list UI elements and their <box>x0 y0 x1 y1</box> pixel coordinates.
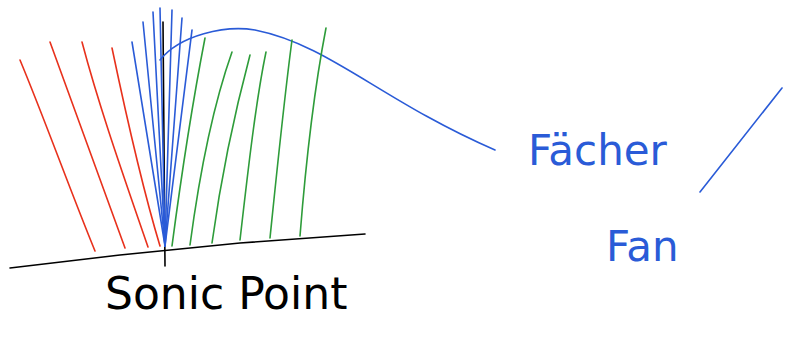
blue-fan <box>132 8 782 246</box>
point-label: Sonic Point <box>105 272 347 316</box>
wall-line <box>10 234 365 268</box>
fan-label-de: Fächer <box>528 130 667 172</box>
red-lines <box>20 42 160 251</box>
green-lines <box>172 28 326 246</box>
fan-label-en: Fan <box>606 226 679 268</box>
